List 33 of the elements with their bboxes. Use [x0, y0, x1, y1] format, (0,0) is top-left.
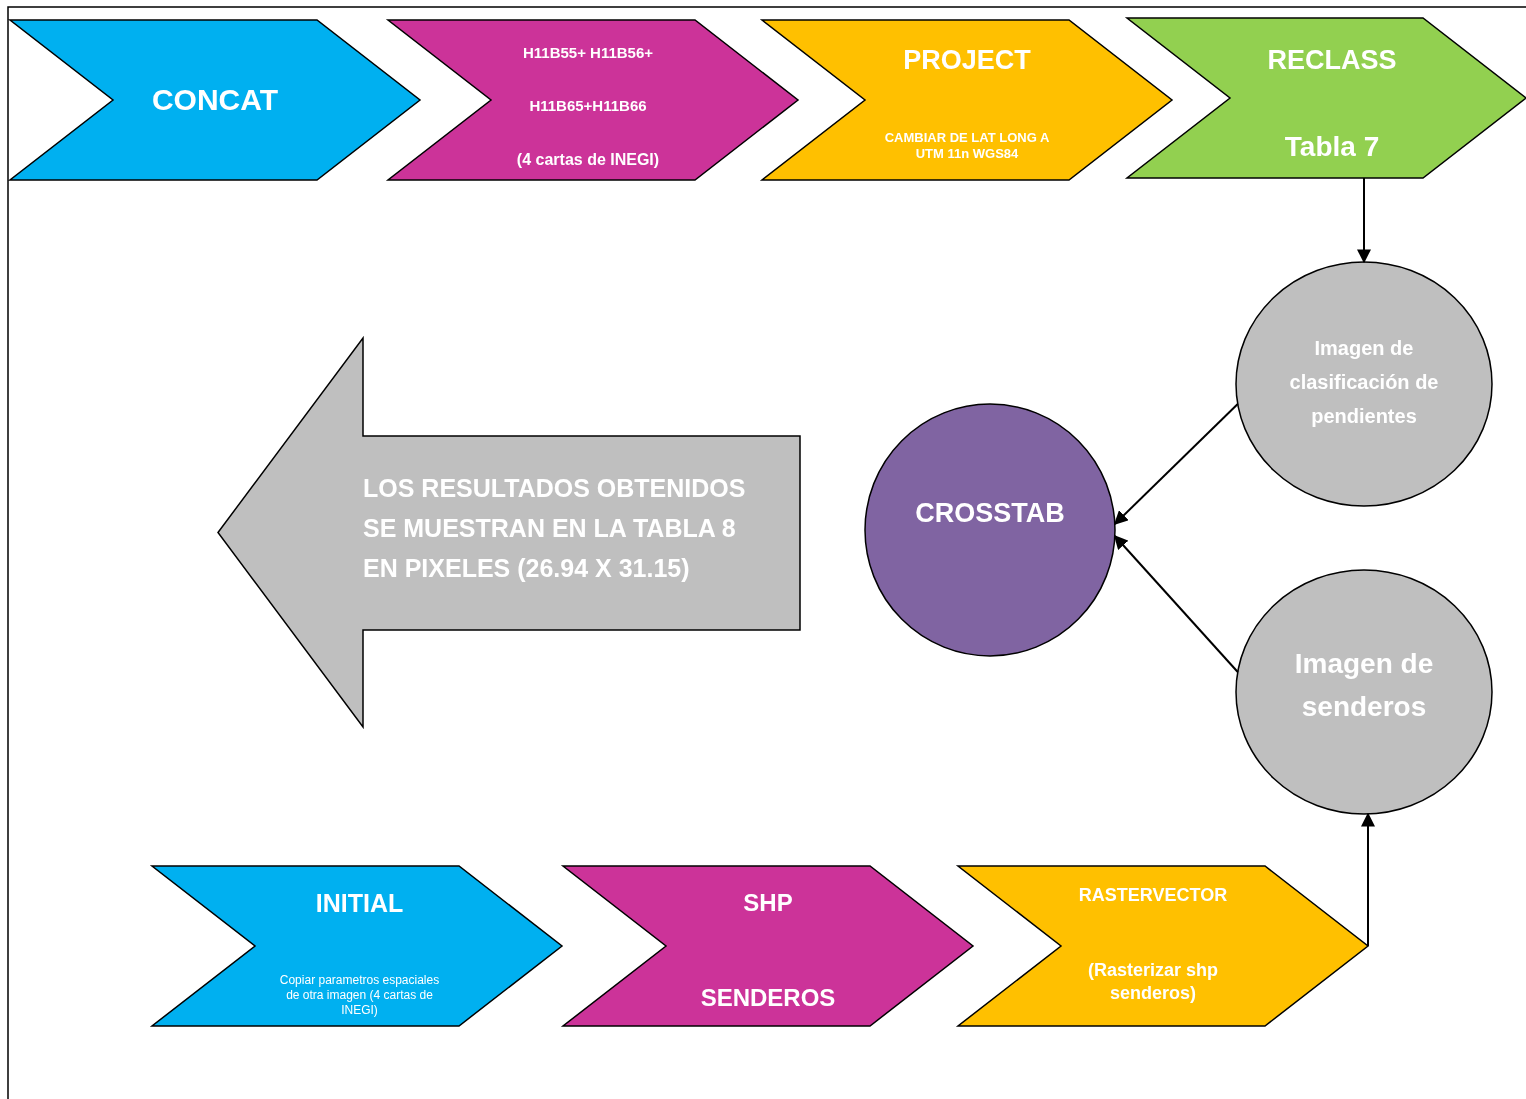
- node-text: H11B65+H11B66: [529, 97, 647, 116]
- node-title: INITIAL: [315, 888, 404, 919]
- process-step-banner: [563, 866, 973, 1026]
- process-step-banner: [10, 20, 420, 180]
- node-title: SHP: [743, 888, 793, 918]
- process-step-banner: [958, 866, 1368, 1026]
- process-circle: [865, 404, 1115, 656]
- result-arrow-shape: [218, 338, 800, 727]
- node-title: RECLASS: [1267, 44, 1397, 77]
- node-text: SENDEROS: [700, 983, 836, 1013]
- arrow: [1361, 812, 1375, 947]
- process-step-banner: [388, 20, 798, 180]
- process-circle: [1236, 570, 1492, 814]
- node-text: (Rasterizar shp senderos): [1086, 959, 1219, 1004]
- process-step-banner: [762, 20, 1172, 180]
- node-title: CONCAT: [151, 82, 279, 119]
- node-title: Imagen de senderos: [1293, 646, 1435, 724]
- arrow: [1113, 403, 1239, 525]
- node-title: RASTERVECTOR: [1078, 884, 1228, 907]
- node-title: PROJECT: [903, 44, 1031, 77]
- node-title: H11B55+ H11B56+: [522, 44, 654, 63]
- node-text: Copiar parametros espaciales de otra imagen (4 cartas de INEGI): [278, 973, 441, 1018]
- node-title: CROSSTAB: [915, 497, 1065, 531]
- node-title: Imagen de clasificación de pendientes: [1288, 336, 1440, 429]
- process-circle: [1236, 262, 1492, 506]
- node-text: Tabla 7: [1284, 130, 1380, 164]
- process-step-banner: [152, 866, 562, 1026]
- arrow: [1113, 534, 1239, 673]
- node-title: LOS RESULTADOS OBTENIDOS SE MUESTRAN EN LA TABLA 8 EN PIXELES (26.94 X 31.15): [363, 473, 747, 584]
- node-text: CAMBIAR DE LAT LONG A UTM 11n WGS84: [883, 129, 1051, 162]
- node-text: (4 cartas de INEGI): [516, 150, 660, 170]
- arrow: [1357, 177, 1371, 264]
- process-step-banner: [1127, 18, 1526, 178]
